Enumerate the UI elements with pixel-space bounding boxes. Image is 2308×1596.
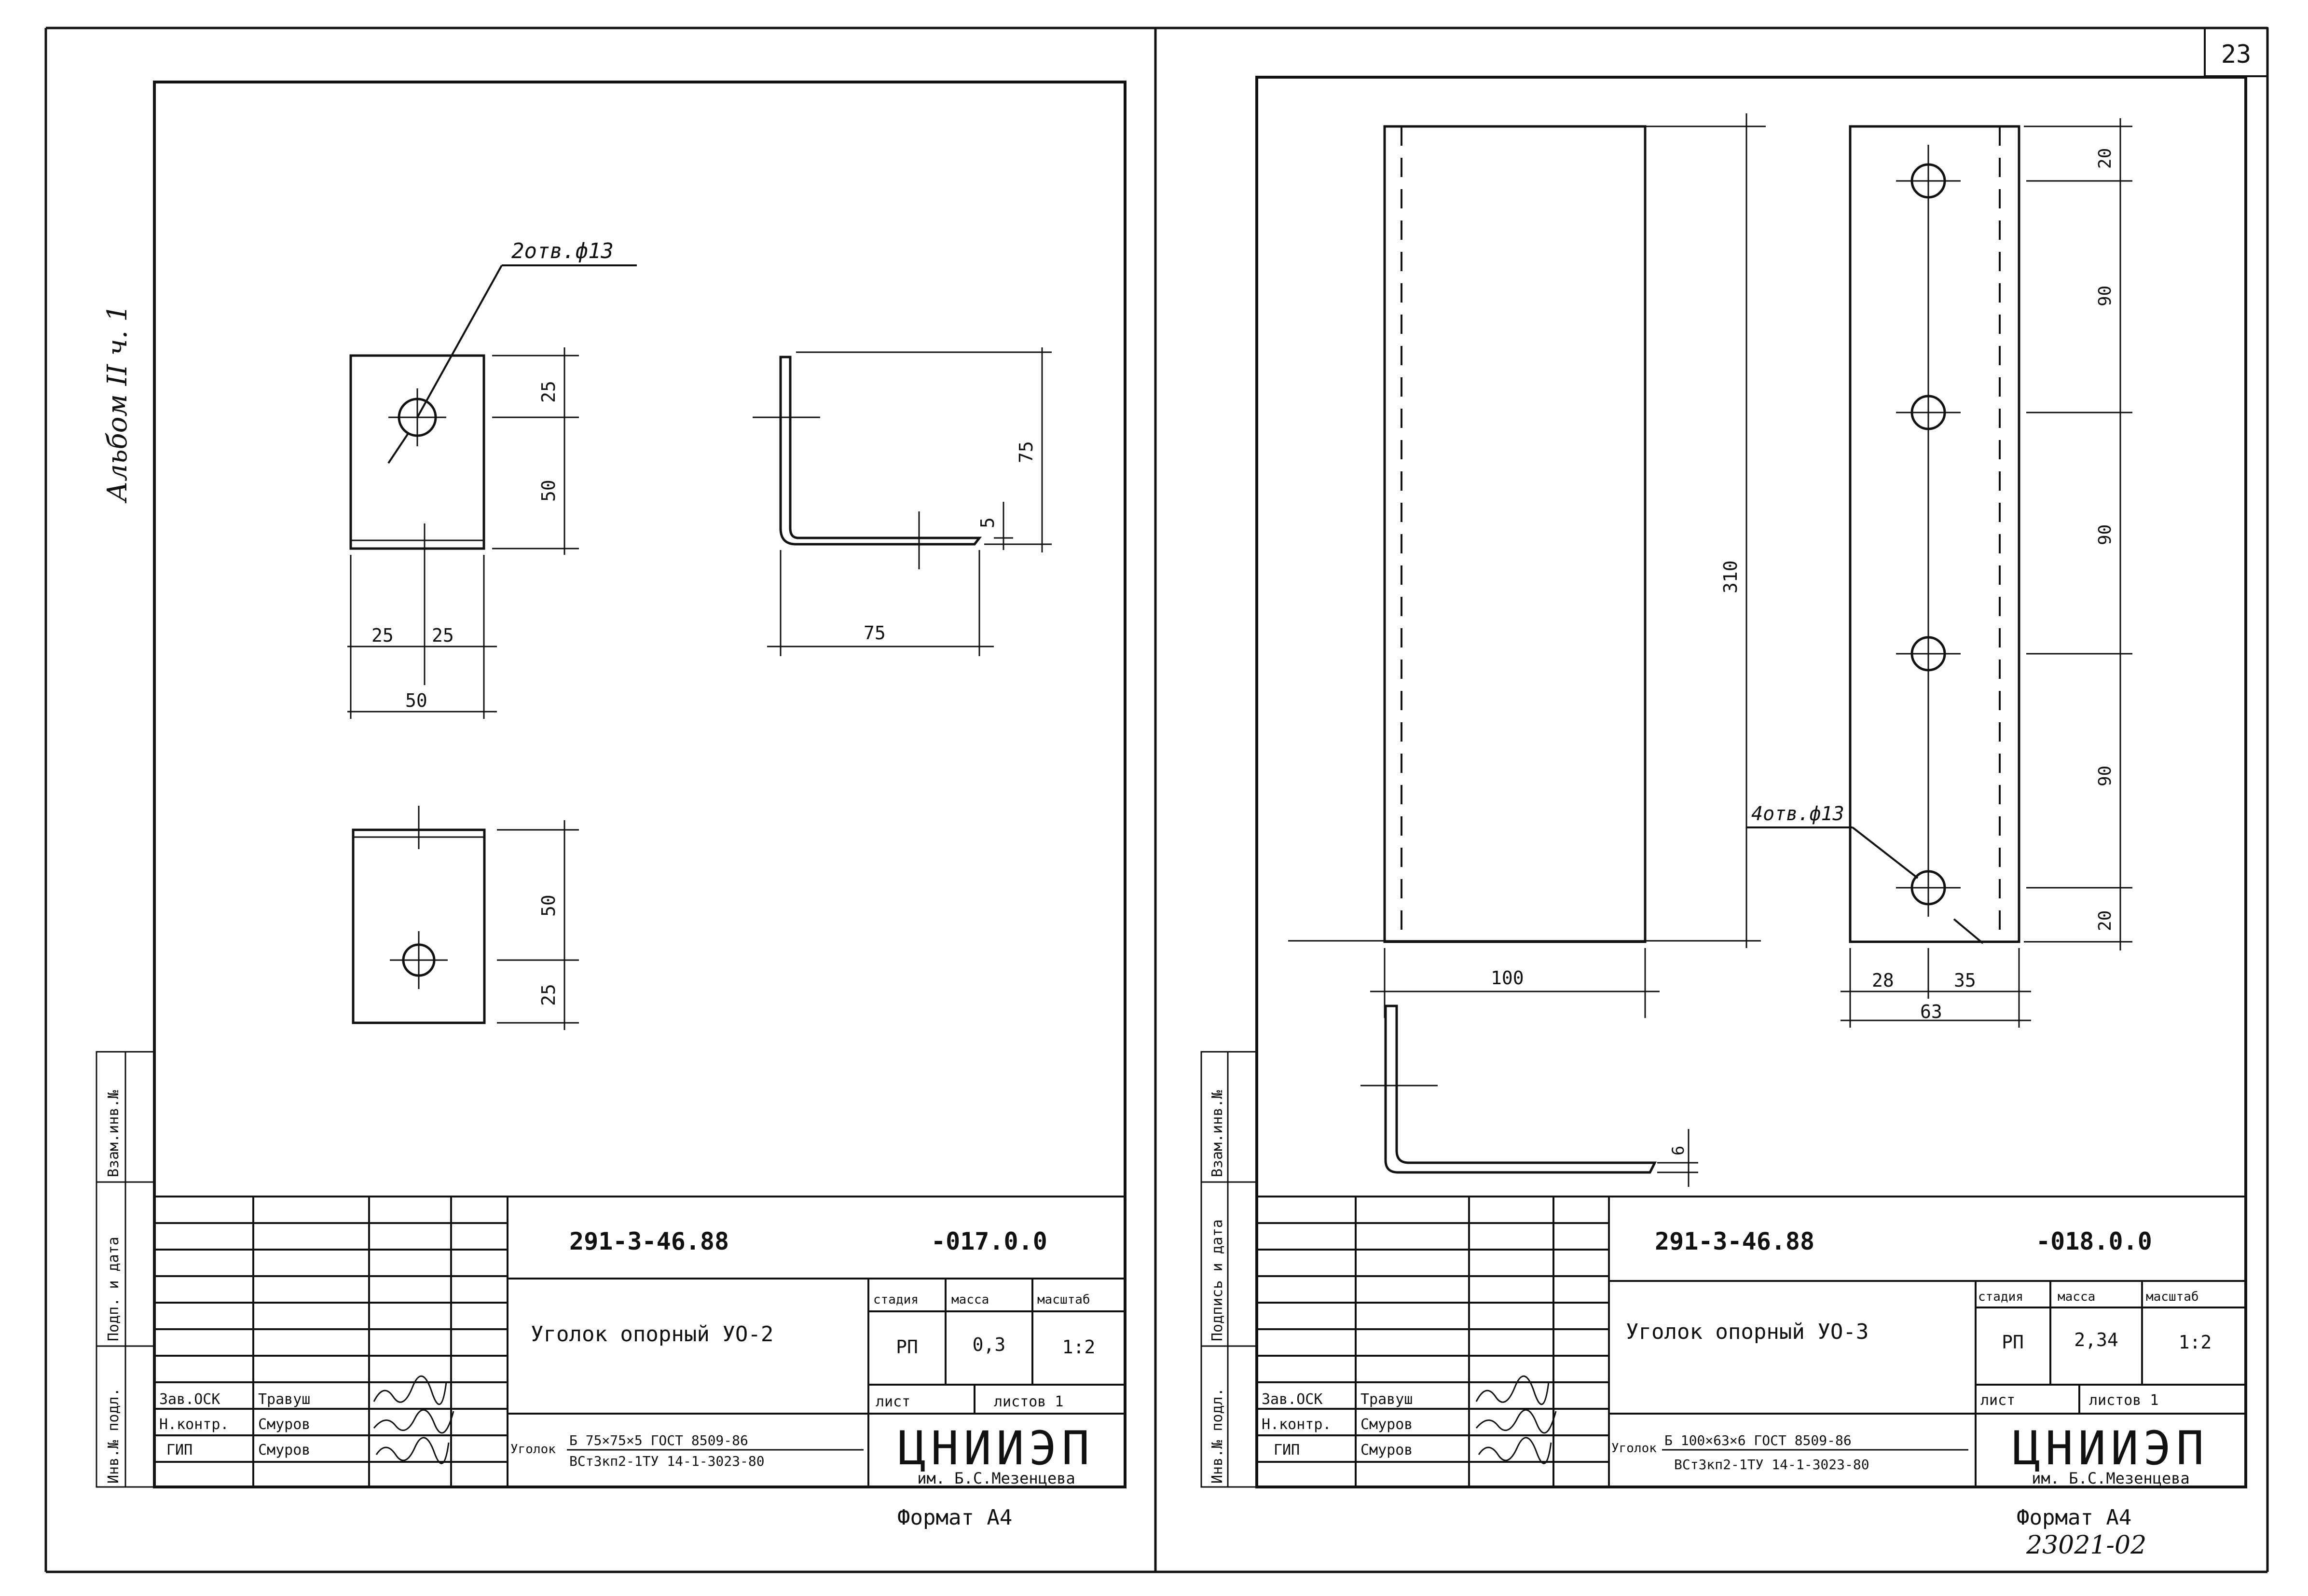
- left-dim-25d: 25: [538, 984, 559, 1006]
- right-dim-90a: 90: [2095, 286, 2115, 306]
- left-dim-50b: 50: [405, 690, 427, 711]
- left-org-name: ЦНИИЭП: [898, 1421, 1095, 1475]
- left-title-block: [154, 1196, 1125, 1487]
- right-dim-100: 100: [1491, 967, 1524, 989]
- right-org-name: ЦНИИЭП: [2013, 1421, 2209, 1475]
- left-org-sub: им. Б.С.Мезенцева: [917, 1469, 1075, 1487]
- right-inner-frame: [1255, 76, 2247, 1488]
- left-material-prefix: Уголок: [510, 1442, 556, 1457]
- right-mass-header: масса: [2058, 1290, 2095, 1304]
- left-holes-note: 2отв.ф13: [511, 239, 614, 263]
- right-stage-header: стадия: [1978, 1290, 2023, 1304]
- left-mass-header: масса: [951, 1293, 989, 1307]
- right-dim-6: 6: [1669, 1146, 1688, 1156]
- left-scale: 1:2: [1062, 1336, 1096, 1358]
- left-plate-front: [347, 264, 637, 719]
- left-angle-profile: [753, 347, 1052, 656]
- right-dim-63: 63: [1920, 1001, 1942, 1022]
- right-material-bottom: ВСт3кп2-1ТУ 14-1-3023-80: [1674, 1457, 1869, 1472]
- right-staff-name-3: Смуров: [1360, 1442, 1413, 1458]
- left-dim-50a: 50: [538, 480, 559, 502]
- right-doc-code: 291-3-46.88: [1655, 1227, 1814, 1255]
- right-holes-note: 4отв.ф13: [1751, 803, 1844, 825]
- left-staff-name-3: Смуров: [258, 1442, 310, 1458]
- right-sheets-label: листов 1: [2089, 1392, 2159, 1409]
- left-part-code: -017.0.0: [931, 1227, 1047, 1255]
- left-staff-role-2: Н.контр.: [159, 1416, 229, 1433]
- left-sheets-label: листов 1: [994, 1393, 1064, 1410]
- right-scale: 1:2: [2179, 1332, 2212, 1353]
- left-sheet: Инв.№ подл. Подп. и дата Взам.инв.№: [96, 81, 1127, 1530]
- right-dim-20b: 20: [2095, 910, 2115, 931]
- outer-frame: [44, 27, 2269, 1573]
- left-stamp-inv: Инв.№ подл.: [105, 1388, 122, 1484]
- left-dim-25a: 25: [538, 381, 559, 403]
- left-staff-role-1: Зав.ОСК: [159, 1391, 220, 1408]
- left-plate-bottom: [352, 806, 579, 1030]
- right-stamp-inv: Инв.№ подл.: [1209, 1388, 1226, 1484]
- left-signatures: [373, 1376, 454, 1464]
- left-doc-code: 291-3-46.88: [569, 1227, 729, 1255]
- right-dim-20a: 20: [2095, 148, 2115, 169]
- left-dim-25c: 25: [432, 625, 454, 646]
- right-material-top: Б 100×63×6 ГОСТ 8509-86: [1664, 1432, 1852, 1448]
- left-staff-name-1: Травуш: [258, 1391, 310, 1408]
- right-sheet: Инв.№ подл. Подпись и дата Взам.инв.№: [1200, 76, 2247, 1560]
- left-staff-role-3: ГИП: [166, 1442, 192, 1458]
- left-mass: 0,3: [973, 1334, 1006, 1355]
- right-staff-role-2: Н.контр.: [1262, 1416, 1332, 1433]
- left-stamp-replace: Взам.инв.№: [105, 1090, 122, 1177]
- right-title: Уголок опорный УО-3: [1626, 1320, 1868, 1344]
- right-org-sub: им. Б.С.Мезенцева: [2032, 1469, 2190, 1487]
- sheet-number-box: 23: [2204, 27, 2268, 77]
- right-dim-90c: 90: [2095, 766, 2115, 786]
- right-signatures: [1475, 1376, 1557, 1464]
- left-material-bottom: ВСт3кп2-1ТУ 14-1-3023-80: [569, 1453, 765, 1469]
- right-scale-header: масштаб: [2146, 1290, 2199, 1304]
- right-side-stamp: [1200, 1051, 1258, 1488]
- right-format: Формат А4: [2017, 1505, 2131, 1530]
- right-dim-90b: 90: [2095, 524, 2115, 545]
- right-staff-name-2: Смуров: [1360, 1416, 1413, 1433]
- right-stage: РП: [2002, 1332, 2024, 1353]
- right-material-prefix: Уголок: [1611, 1441, 1657, 1456]
- right-dim-310: 310: [1720, 560, 1741, 593]
- right-plate-side: [1288, 113, 1766, 1018]
- right-stamp-sign: Подпись и дата: [1209, 1219, 1226, 1341]
- left-sheet-label: лист: [876, 1393, 910, 1410]
- left-scale-header: масштаб: [1037, 1293, 1090, 1307]
- left-staff-name-2: Смуров: [258, 1416, 310, 1433]
- right-dim-35: 35: [1954, 970, 1976, 991]
- left-material-top: Б 75×75×5 ГОСТ 8509-86: [569, 1432, 748, 1448]
- left-dim-75b: 75: [864, 622, 886, 644]
- left-side-stamp: [96, 1051, 155, 1488]
- album-label: Альбом II ч. 1: [102, 304, 133, 504]
- left-dim-50c: 50: [538, 894, 559, 917]
- archive-number: 23021-02: [2026, 1531, 2146, 1560]
- left-stamp-sign: Подп. и дата: [105, 1237, 122, 1341]
- right-staff-role-1: Зав.ОСК: [1262, 1391, 1322, 1408]
- right-plate-perforated: [1746, 118, 2132, 1028]
- right-angle-profile: [1360, 1004, 1698, 1187]
- left-stage: РП: [896, 1336, 918, 1358]
- right-mass: 2,34: [2074, 1329, 2118, 1350]
- right-title-block: [1257, 1196, 2246, 1487]
- sheet-number: 23: [2221, 40, 2252, 69]
- left-dim-25b: 25: [371, 625, 394, 646]
- right-sheet-label: лист: [1980, 1392, 2015, 1409]
- left-title: Уголок опорный УО-2: [531, 1322, 773, 1347]
- right-staff-name-1: Травуш: [1360, 1391, 1413, 1408]
- right-dim-28: 28: [1872, 970, 1894, 991]
- left-dim-75a: 75: [1016, 441, 1037, 463]
- left-inner-frame: [153, 81, 1127, 1488]
- right-part-code: -018.0.0: [2036, 1227, 2152, 1255]
- left-dim-5: 5: [977, 517, 998, 528]
- left-stage-header: стадия: [873, 1293, 919, 1307]
- right-staff-role-3: ГИП: [1274, 1442, 1300, 1458]
- left-format: Формат А4: [897, 1505, 1012, 1530]
- right-stamp-replace: Взам.инв.№: [1209, 1090, 1226, 1177]
